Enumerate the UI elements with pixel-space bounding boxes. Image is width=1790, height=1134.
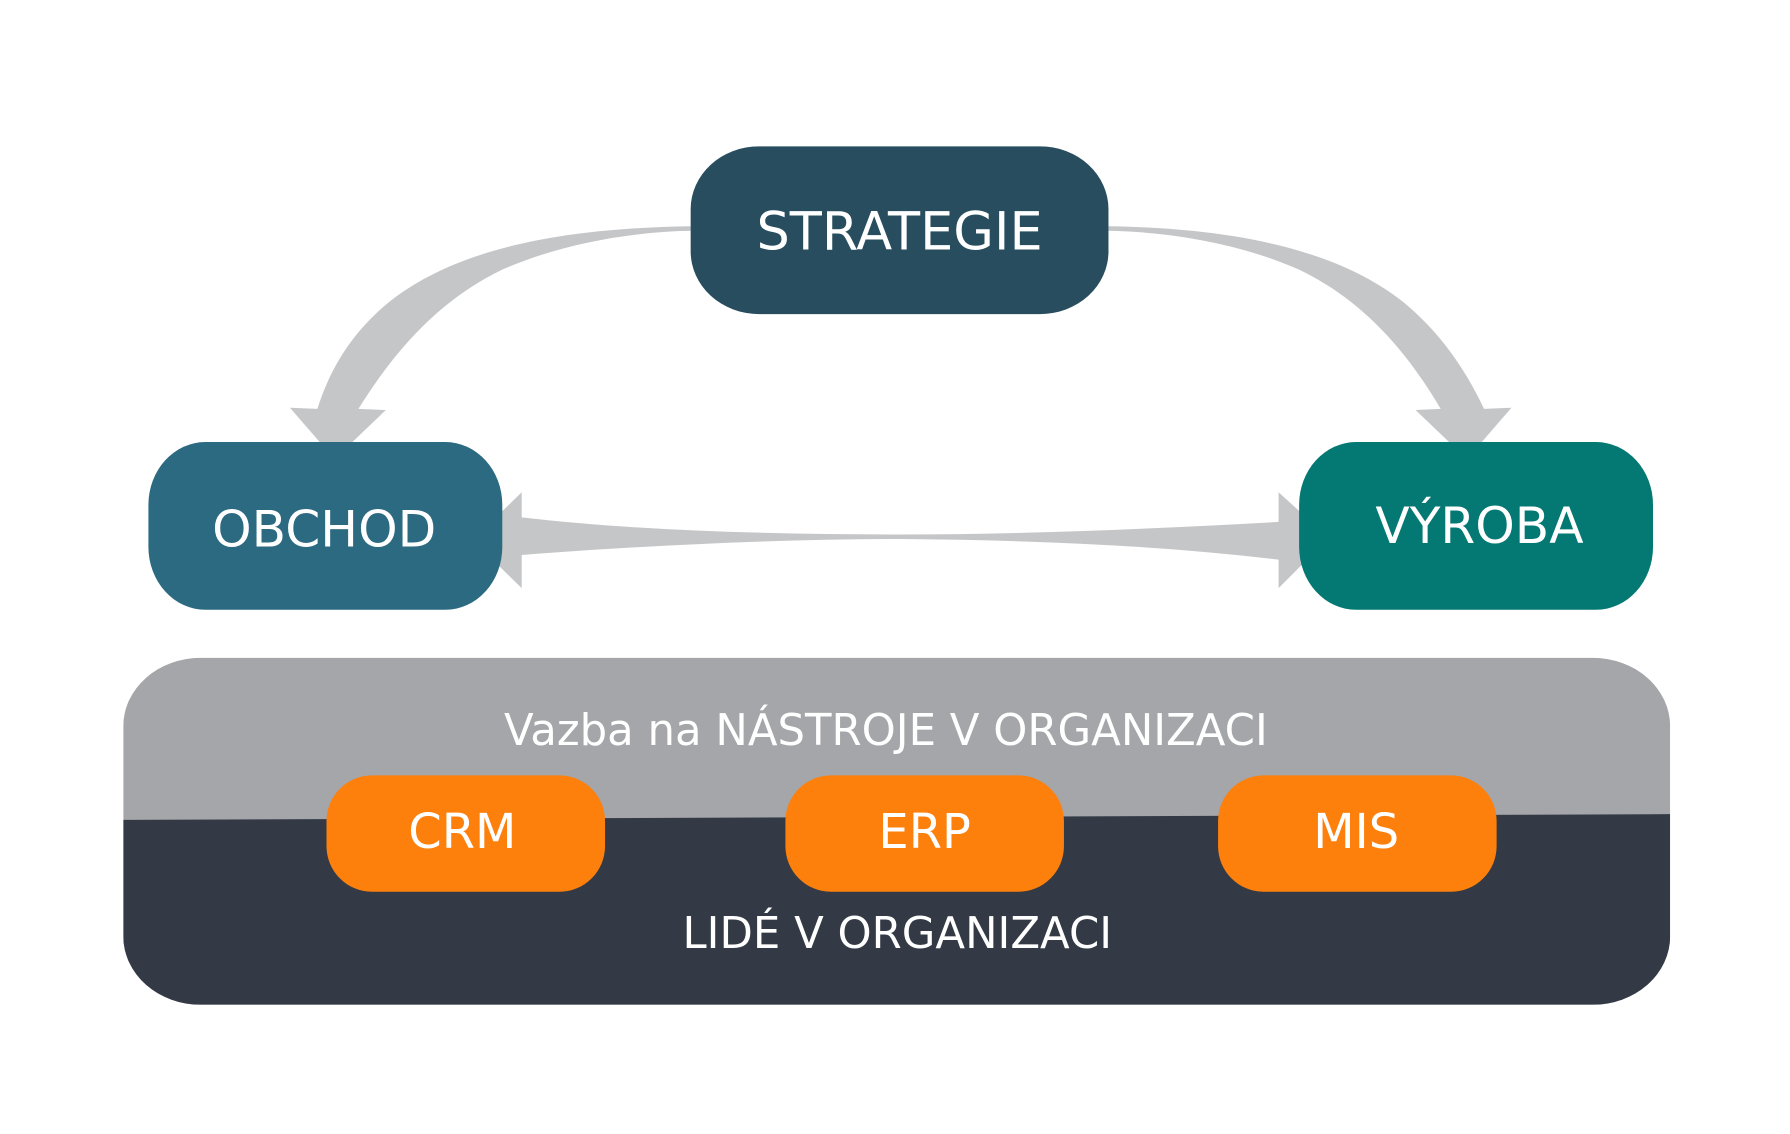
node-vyroba: VÝROBA xyxy=(1299,441,1654,610)
node-strategie-label: STRATEGIE xyxy=(756,201,1042,262)
tool-mis-label: MIS xyxy=(1313,805,1399,860)
tool-erp: ERP xyxy=(785,775,1064,892)
arrow-obchod-vyroba-bidirectional xyxy=(472,492,1329,589)
node-obchod: OBCHOD xyxy=(148,441,503,610)
tool-crm-label: CRM xyxy=(408,805,516,860)
node-strategie: STRATEGIE xyxy=(690,146,1109,315)
tool-erp-label: ERP xyxy=(878,805,971,860)
tools-label: Vazba na NÁSTROJE V ORGANIZACI xyxy=(504,705,1268,756)
arrow-strategie-to-obchod xyxy=(289,226,691,460)
people-label: LIDÉ V ORGANIZACI xyxy=(683,908,1113,959)
node-obchod-label: OBCHOD xyxy=(212,499,436,558)
tool-mis: MIS xyxy=(1218,775,1497,892)
tool-crm: CRM xyxy=(326,775,606,892)
arrow-strategie-to-vyroba xyxy=(1108,226,1512,460)
node-vyroba-label: VÝROBA xyxy=(1375,496,1583,555)
